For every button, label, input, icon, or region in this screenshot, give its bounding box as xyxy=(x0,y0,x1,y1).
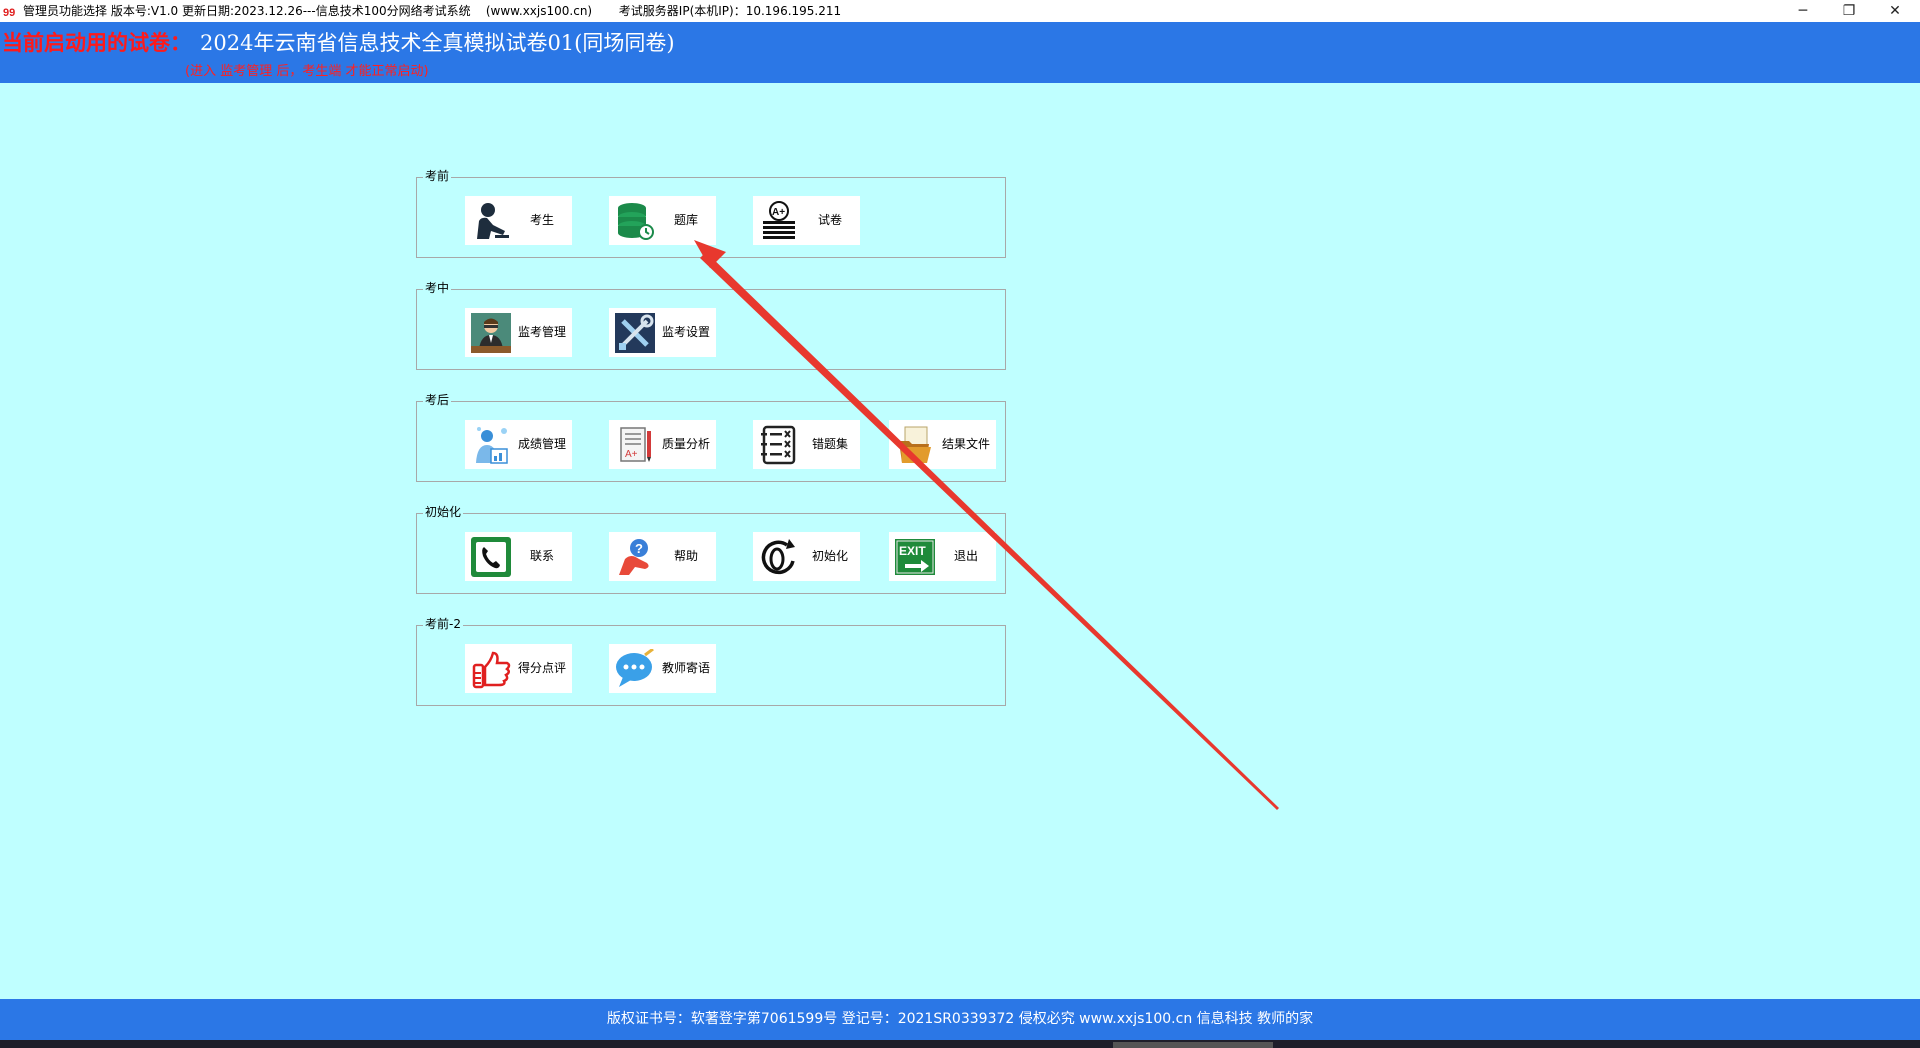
app-logo-icon: 99 xyxy=(3,7,15,19)
exit-button[interactable]: EXIT 退出 xyxy=(889,532,996,581)
close-button[interactable]: ✕ xyxy=(1889,3,1901,19)
proctor-manage-button[interactable]: 监考管理 xyxy=(465,308,572,357)
question-bank-button[interactable]: 题库 xyxy=(609,196,716,245)
tile-label: 质量分析 xyxy=(661,437,710,451)
svg-text:?: ? xyxy=(635,541,643,556)
phone-icon xyxy=(471,537,511,577)
initialize-button[interactable]: 初始化 xyxy=(753,532,860,581)
analysis-icon: A+ xyxy=(620,427,651,462)
wrong-questions-button[interactable]: 错题集 xyxy=(753,420,860,469)
grade-manage-button[interactable]: 成绩管理 xyxy=(465,420,572,469)
wrong-list-icon xyxy=(761,425,796,465)
quality-analysis-button[interactable]: A+ 质量分析 xyxy=(609,420,716,469)
bottom-scroll-strip xyxy=(0,1040,1920,1048)
group-title: 考后 xyxy=(423,392,452,408)
exit-icon: EXIT xyxy=(895,539,935,575)
proctor-settings-button[interactable]: 监考设置 xyxy=(609,308,716,357)
tile-label: 退出 xyxy=(953,549,978,563)
tile-label: 考生 xyxy=(529,213,554,227)
contact-button[interactable]: 联系 xyxy=(465,532,572,581)
tile-label: 监考管理 xyxy=(517,325,566,339)
tile-label: 结果文件 xyxy=(941,437,990,451)
exam-paper-icon: A+ xyxy=(763,201,795,239)
tile-label: 试卷 xyxy=(817,213,842,227)
window-title-bar: 99 管理员功能选择 版本号:V1.0 更新日期:2023.12.26---信息… xyxy=(0,0,1920,22)
tile-label: 错题集 xyxy=(811,437,848,451)
database-icon xyxy=(618,203,654,240)
group-before-exam-2: 考前-2 得分点评 教师寄语 xyxy=(416,616,1006,706)
group-title: 考前 xyxy=(423,168,452,184)
score-review-button[interactable]: 得分点评 xyxy=(465,644,572,693)
student-button[interactable]: 考生 xyxy=(465,196,572,245)
group-title: 初始化 xyxy=(423,504,464,520)
chat-icon xyxy=(616,649,654,687)
tile-label: 监考设置 xyxy=(661,325,710,339)
maximize-button[interactable]: ❐ xyxy=(1842,3,1856,19)
startup-hint: (进入 监考管理 后，考生端 才能正常启动) xyxy=(185,64,429,79)
header-banner: 当前启动用的试卷： 2024年云南省信息技术全真模拟试卷01(同场同卷) (进入… xyxy=(0,22,1920,83)
svg-text:A+: A+ xyxy=(625,449,638,460)
grade-icon xyxy=(476,427,508,464)
reset-icon xyxy=(761,539,795,575)
help-button[interactable]: ? 帮助 xyxy=(609,532,716,581)
scrollbar-thumb[interactable] xyxy=(1113,1042,1273,1048)
proctor-icon xyxy=(471,313,511,353)
current-exam-label: 当前启动用的试卷： xyxy=(2,30,191,55)
group-during-exam: 考中 监考管理 监考设置 xyxy=(416,280,1006,370)
tile-label: 成绩管理 xyxy=(517,437,566,451)
group-title: 考前-2 xyxy=(423,616,463,632)
folder-icon xyxy=(899,426,931,463)
tile-label: 初始化 xyxy=(811,549,848,563)
help-icon: ? xyxy=(619,539,649,575)
group-before-exam: 考前 考生 题库 A+ 试卷 xyxy=(416,168,1006,258)
thumbs-up-icon xyxy=(472,651,511,689)
teacher-message-button[interactable]: 教师寄语 xyxy=(609,644,716,693)
footer-copyright: 版权证书号：软著登字第7061599号 登记号：2021SR0339372 侵权… xyxy=(0,999,1920,1040)
svg-text:99: 99 xyxy=(3,7,15,19)
tools-icon xyxy=(615,313,655,353)
group-initialize: 初始化 联系 ? 帮助 初始化 EXIT 退出 xyxy=(416,504,1006,594)
tile-label: 联系 xyxy=(529,549,554,563)
window-title: 管理员功能选择 版本号:V1.0 更新日期:2023.12.26---信息技术1… xyxy=(23,4,842,18)
student-icon xyxy=(477,203,509,239)
group-after-exam: 考后 成绩管理 A+ 质量分析 xyxy=(416,392,1006,482)
tile-label: 得分点评 xyxy=(517,661,566,675)
svg-text:EXIT: EXIT xyxy=(899,544,926,558)
exam-paper-button[interactable]: A+ 试卷 xyxy=(753,196,860,245)
group-title: 考中 xyxy=(423,280,452,296)
minimize-button[interactable]: ─ xyxy=(1798,3,1808,19)
tile-label: 题库 xyxy=(673,213,698,227)
result-files-button[interactable]: 结果文件 xyxy=(889,420,996,469)
tile-label: 教师寄语 xyxy=(661,661,710,675)
tile-label: 帮助 xyxy=(673,549,698,563)
svg-text:A+: A+ xyxy=(772,207,785,218)
current-exam-name: 2024年云南省信息技术全真模拟试卷01(同场同卷) xyxy=(200,31,675,55)
